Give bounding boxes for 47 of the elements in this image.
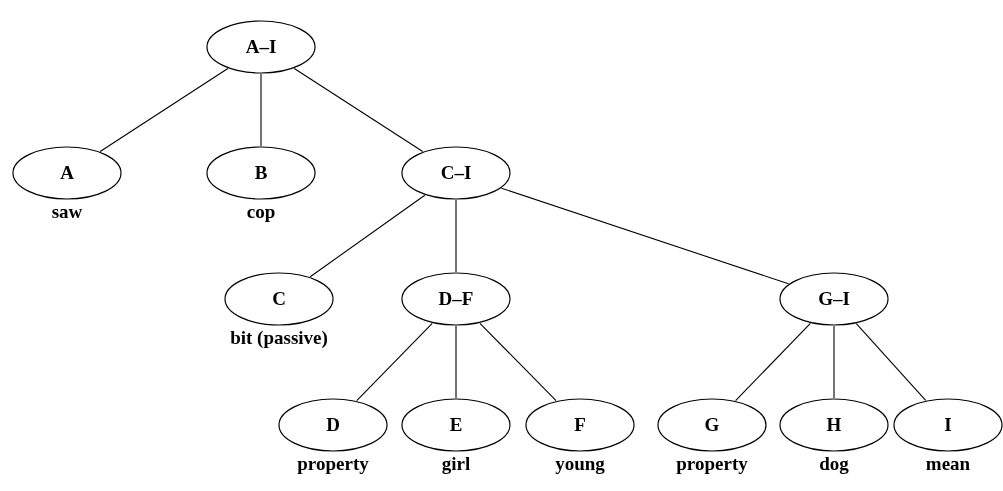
tree-edge xyxy=(479,322,557,402)
tree-edge xyxy=(356,322,433,402)
node-caption: mean xyxy=(925,453,971,475)
node-caption: young xyxy=(555,453,605,475)
ellipse-node xyxy=(525,398,635,452)
node-caption: bit (passive) xyxy=(230,327,328,349)
tree-edge xyxy=(455,325,457,399)
node-caption: saw xyxy=(51,201,83,223)
tree-edge xyxy=(260,73,262,147)
tree-edge xyxy=(293,67,424,153)
node-label: G xyxy=(704,414,720,436)
node-label: A xyxy=(60,162,74,184)
tree-edge xyxy=(455,199,457,273)
ellipse-node xyxy=(657,398,767,452)
tree-edge xyxy=(833,325,835,399)
ellipse-node xyxy=(278,398,388,452)
ellipse-node xyxy=(779,272,889,326)
ellipse-node xyxy=(401,146,511,200)
ellipse-node xyxy=(401,272,511,326)
node-label: D–F xyxy=(438,288,474,310)
ellipse-node xyxy=(224,272,334,326)
node-label: D xyxy=(326,414,340,436)
node-label: F xyxy=(574,414,586,436)
ellipse-node xyxy=(206,20,316,74)
tree-edge xyxy=(99,68,229,152)
node-caption: property xyxy=(297,453,369,475)
node-caption: girl xyxy=(441,453,471,475)
node-label: B xyxy=(254,162,268,184)
node-caption: property xyxy=(676,453,748,475)
ellipse-node xyxy=(206,146,316,200)
node-label: E xyxy=(449,414,463,436)
ellipse-node xyxy=(893,398,1003,452)
tree-edge xyxy=(500,187,790,285)
ellipse-node xyxy=(779,398,889,452)
node-label: A–I xyxy=(245,36,277,58)
tree-edge xyxy=(735,322,811,402)
node-label: H xyxy=(826,414,842,436)
node-label: I xyxy=(944,414,952,436)
node-label: C xyxy=(272,288,286,310)
node-label: C–I xyxy=(440,162,472,184)
node-caption: dog xyxy=(819,453,849,475)
ellipse-node xyxy=(12,146,122,200)
tree-edge xyxy=(309,194,426,278)
ellipse-node xyxy=(401,398,511,452)
node-caption: cop xyxy=(246,201,276,223)
node-label: G–I xyxy=(818,288,850,310)
tree-edge xyxy=(855,323,927,401)
